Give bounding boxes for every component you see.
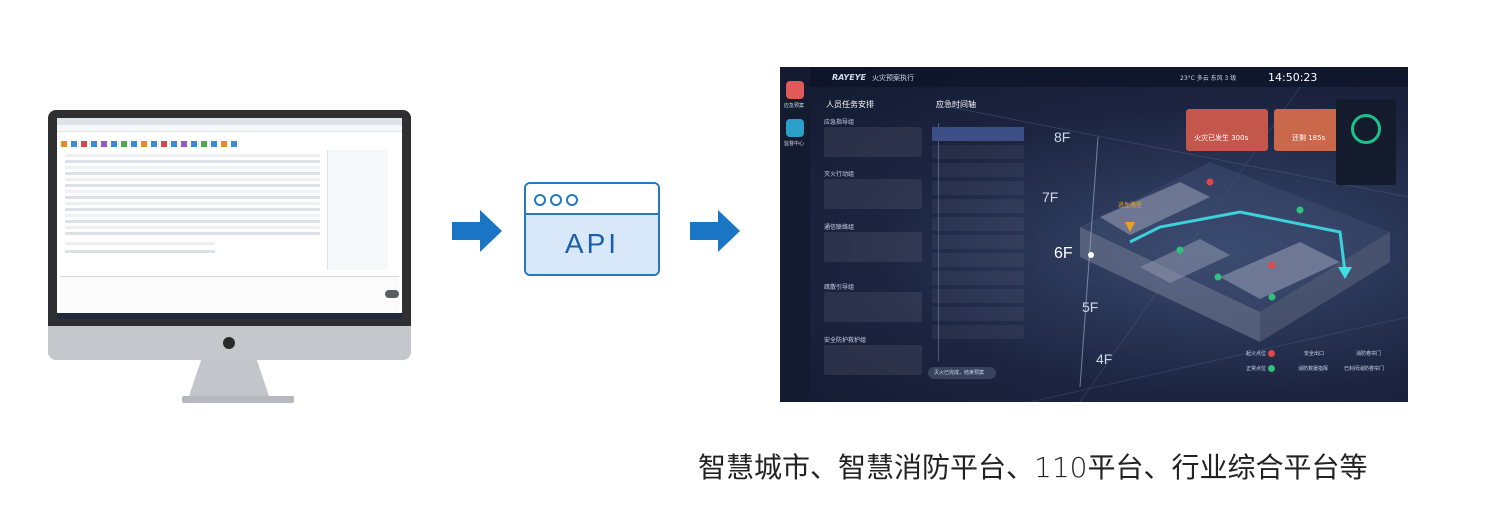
screen-table-row bbox=[65, 242, 215, 245]
monitor-center-icon[interactable] bbox=[786, 119, 804, 137]
window-dot-icon bbox=[534, 194, 546, 206]
task-card bbox=[824, 232, 922, 262]
screen-table-row bbox=[65, 214, 320, 217]
screen-taskbar bbox=[57, 313, 402, 319]
timeline-item[interactable] bbox=[932, 289, 1024, 303]
task-group-title: 疏散引导组 bbox=[824, 284, 855, 291]
screen-toolbar bbox=[57, 138, 402, 150]
monitor-stand-neck bbox=[189, 358, 269, 396]
screen-table-row bbox=[65, 184, 320, 187]
flow-arrow-right bbox=[690, 210, 740, 252]
timeline-item[interactable] bbox=[932, 217, 1024, 231]
timeline-item[interactable] bbox=[932, 181, 1024, 195]
dash-sidebar bbox=[780, 67, 810, 402]
legend-label: 消防卷帘门 bbox=[1356, 351, 1382, 357]
section-tasks: 人员任务安排 bbox=[826, 100, 874, 109]
fire-point-icon bbox=[1268, 350, 1275, 357]
normal-point-icon bbox=[1268, 365, 1275, 372]
remaining-timer-text: 还剩 185s bbox=[1292, 134, 1326, 142]
screen-table-row bbox=[65, 196, 320, 199]
end-plan-button-label: 灭火已完成，结束预案 bbox=[934, 370, 985, 376]
timeline-item[interactable] bbox=[932, 199, 1024, 213]
timeline-item[interactable] bbox=[932, 307, 1024, 321]
monitor-stand-base bbox=[182, 396, 294, 403]
timeline-item[interactable] bbox=[932, 127, 1024, 141]
legend-label: 起火点位 bbox=[1246, 351, 1267, 357]
task-group-title: 安全防护救护组 bbox=[824, 337, 867, 344]
floor-label: 5F bbox=[1082, 299, 1099, 315]
end-plan-button[interactable] bbox=[928, 367, 996, 379]
screen-table-row bbox=[65, 172, 320, 175]
timeline-item[interactable] bbox=[932, 235, 1024, 249]
fire-timer-card bbox=[1186, 109, 1268, 151]
status-ring-icon bbox=[1351, 114, 1381, 144]
route-label: 逃生路径 bbox=[1118, 202, 1143, 209]
floor-label: 6F bbox=[1054, 245, 1073, 262]
screen-table-row bbox=[65, 220, 320, 223]
task-group-title: 通信联络组 bbox=[824, 224, 855, 231]
legend-label: 已封闭消防卷帘门 bbox=[1344, 366, 1385, 372]
clock: 14:50:23 bbox=[1268, 71, 1318, 84]
api-window-titlebar bbox=[526, 184, 658, 215]
screen-table-row bbox=[65, 250, 215, 253]
sidebar-item-monitor[interactable]: 监督中心 bbox=[784, 141, 805, 147]
sidebar-item-plan[interactable]: 应急预案 bbox=[784, 103, 805, 109]
task-group-title: 灭火行动组 bbox=[824, 171, 855, 178]
desktop-monitor bbox=[48, 110, 411, 360]
screen-bottom-panel bbox=[60, 276, 399, 315]
section-timeline: 应急时间轴 bbox=[936, 100, 976, 109]
floor-label: 4F bbox=[1096, 351, 1113, 367]
task-card bbox=[824, 179, 922, 209]
screen-table-row bbox=[65, 190, 320, 193]
legend-label: 消防救援指挥 bbox=[1298, 366, 1329, 372]
task-card bbox=[824, 345, 922, 375]
fire-plan-dashboard: 应急预案 监督中心 RAYEYE 火灾预案执行 23°C 多云 东风 3 级 1… bbox=[780, 67, 1408, 402]
legend-label: 安全出口 bbox=[1304, 351, 1325, 357]
floor-label: 7F bbox=[1042, 189, 1059, 205]
screen-float-button bbox=[385, 290, 399, 298]
screen-table-row bbox=[65, 202, 320, 205]
screen-table-row bbox=[65, 178, 320, 181]
emergency-plan-icon[interactable] bbox=[786, 81, 804, 99]
timeline-item[interactable] bbox=[932, 253, 1024, 267]
monitor-power-dot bbox=[223, 337, 235, 349]
task-card bbox=[824, 292, 922, 322]
screen-table-row bbox=[65, 154, 320, 157]
timeline-axis bbox=[938, 123, 939, 361]
screen-menu-bar bbox=[57, 132, 402, 138]
window-dot-icon bbox=[566, 194, 578, 206]
screen-table-row bbox=[65, 160, 320, 163]
floor-label: 8F bbox=[1054, 129, 1071, 145]
brand-logo: RAYEYE bbox=[832, 73, 866, 82]
weather-text: 23°C 多云 东风 3 级 bbox=[1180, 75, 1237, 82]
screen-address-bar bbox=[57, 125, 402, 132]
monitor-screen-software bbox=[57, 118, 402, 319]
screen-table-row bbox=[65, 166, 320, 169]
screen-titlebar bbox=[57, 118, 402, 125]
task-group-title: 应急指导组 bbox=[824, 119, 855, 126]
screen-side-panel bbox=[327, 150, 388, 270]
api-window-body bbox=[526, 215, 658, 274]
screen-table-row bbox=[65, 226, 320, 229]
timeline-item[interactable] bbox=[932, 271, 1024, 285]
task-card bbox=[824, 127, 922, 157]
platforms-caption: 智慧城市、智慧消防平台、110平台、行业综合平台等 bbox=[698, 451, 1368, 484]
app-title: 火灾预案执行 bbox=[872, 74, 914, 82]
api-label: API bbox=[564, 228, 620, 259]
fire-timer-text: 火灾已发生 300s bbox=[1194, 134, 1249, 142]
api-window: API bbox=[524, 182, 660, 276]
dash-header bbox=[780, 67, 1408, 87]
flow-arrow-right bbox=[452, 210, 502, 252]
legend-label: 正常点位 bbox=[1246, 366, 1267, 372]
timeline-item[interactable] bbox=[932, 163, 1024, 177]
screen-table-row bbox=[65, 208, 320, 211]
screen-table-row bbox=[65, 232, 320, 235]
timeline-item[interactable] bbox=[932, 325, 1024, 339]
window-dot-icon bbox=[550, 194, 562, 206]
timeline-item[interactable] bbox=[932, 145, 1024, 159]
